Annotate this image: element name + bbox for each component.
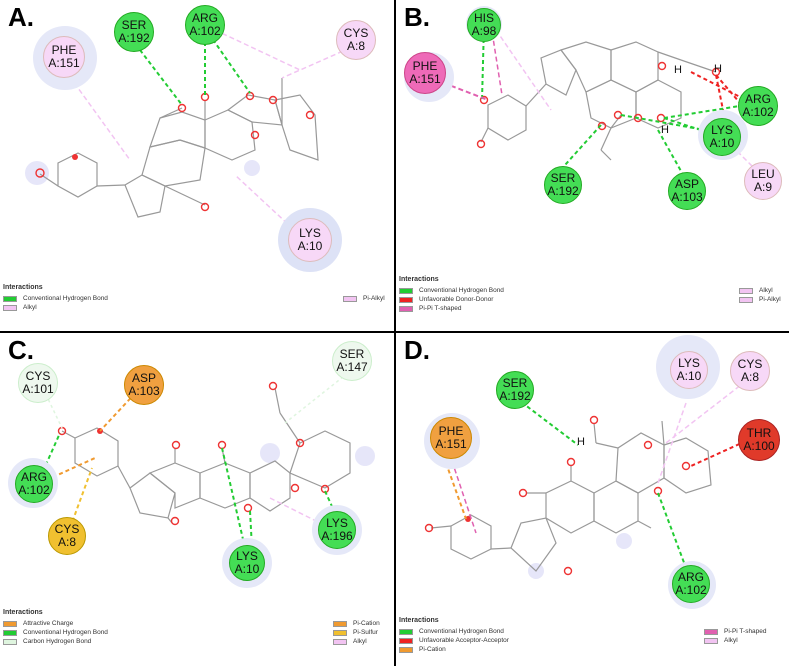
legend-a: Interactions Conventional Hydrogen Bond … bbox=[3, 284, 393, 312]
hydrogen-atom-label: H bbox=[714, 63, 722, 75]
legend-item: Pi-Cation bbox=[333, 619, 380, 628]
panel-label: B. bbox=[404, 2, 430, 32]
swatch-pi-cation bbox=[333, 620, 347, 627]
swatch-alkyl bbox=[333, 638, 347, 645]
legend-item: Pi-Alkyl bbox=[739, 295, 781, 304]
swatch-pi-alkyl bbox=[343, 295, 357, 302]
panel-label: A. bbox=[8, 2, 34, 32]
horizontal-divider bbox=[0, 331, 789, 333]
legend-item: Conventional Hydrogen Bond bbox=[399, 627, 704, 636]
legend-d: Interactions Conventional Hydrogen Bond … bbox=[399, 617, 789, 654]
molecule-diagram-a bbox=[25, 27, 351, 241]
legend-b: Interactions Conventional Hydrogen Bond … bbox=[399, 276, 789, 313]
legend-item: Alkyl bbox=[739, 286, 781, 295]
legend-title: Interactions bbox=[3, 284, 43, 291]
swatch-hbond bbox=[399, 287, 413, 294]
swatch-unfavorable bbox=[399, 637, 413, 644]
legend-c: Interactions Attractive Charge Conventio… bbox=[3, 609, 393, 646]
vertical-divider bbox=[394, 0, 396, 666]
legend-item: Alkyl bbox=[704, 636, 767, 645]
legend-item: Pi-Pi T-shaped bbox=[704, 627, 767, 636]
hydrogen-atom-label: H bbox=[661, 124, 669, 136]
legend-item: Pi-Alkyl bbox=[343, 294, 385, 303]
swatch-attractive bbox=[3, 620, 17, 627]
molecule-diagram-d bbox=[424, 380, 747, 579]
swatch-alkyl bbox=[739, 287, 753, 294]
legend-title: Interactions bbox=[3, 609, 43, 616]
legend-item: Alkyl bbox=[3, 303, 343, 312]
swatch-unfavorable bbox=[399, 296, 413, 303]
swatch-pi-cation bbox=[399, 646, 413, 653]
legend-item: Attractive Charge bbox=[3, 619, 333, 628]
swatch-hbond bbox=[3, 295, 17, 302]
legend-item: Alkyl bbox=[333, 637, 380, 646]
hydrogen-atom-label: H bbox=[577, 436, 585, 448]
legend-item: Pi-Sulfur bbox=[333, 628, 380, 637]
swatch-alkyl bbox=[3, 304, 17, 311]
swatch-alkyl bbox=[704, 637, 718, 644]
legend-item: Pi-Cation bbox=[399, 645, 704, 654]
legend-item: Unfavorable Acceptor-Acceptor bbox=[399, 636, 704, 645]
legend-item: Conventional Hydrogen Bond bbox=[3, 294, 343, 303]
legend-item: Unfavorable Donor-Donor bbox=[399, 295, 739, 304]
legend-item: Pi-Pi T-shaped bbox=[399, 304, 739, 313]
swatch-pi-pi bbox=[399, 305, 413, 312]
swatch-carbon-hbond bbox=[3, 638, 17, 645]
panel-label: C. bbox=[8, 335, 34, 365]
swatch-pi-alkyl bbox=[739, 296, 753, 303]
legend-item: Conventional Hydrogen Bond bbox=[3, 628, 333, 637]
hydrogen-atom-label: H bbox=[674, 64, 682, 76]
legend-item: Conventional Hydrogen Bond bbox=[399, 286, 739, 295]
legend-title: Interactions bbox=[399, 276, 439, 283]
swatch-pi-pi bbox=[704, 628, 718, 635]
swatch-hbond bbox=[3, 629, 17, 636]
swatch-pi-sulfur bbox=[333, 629, 347, 636]
panel-label: D. bbox=[404, 335, 430, 365]
legend-title: Interactions bbox=[399, 617, 439, 624]
legend-item: Carbon Hydrogen Bond bbox=[3, 637, 333, 646]
swatch-hbond bbox=[399, 628, 413, 635]
